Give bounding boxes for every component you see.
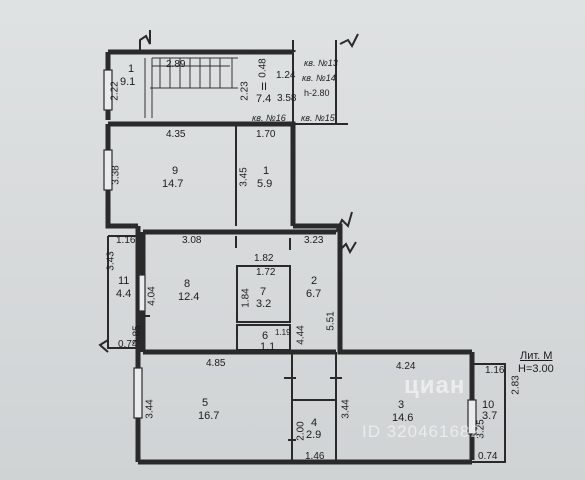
dim-4-35: 4.35 (166, 129, 186, 140)
dim-1-70: 1.70 (256, 129, 276, 140)
dim-1-46: 1.46 (305, 451, 325, 462)
room-II-number: II (261, 81, 268, 93)
legend-height: H=3.00 (518, 363, 554, 375)
apartment-16-label: кв. №16 (252, 113, 286, 123)
dim-0-48: 0.48 (257, 58, 269, 78)
dim-3-58: 3.58 (277, 93, 297, 104)
room-4-area: 2.9 (306, 429, 322, 441)
room-5-area: 16.7 (198, 410, 220, 422)
dim-3-38: 3.38 (110, 165, 122, 185)
dim-4-44: 4.44 (295, 325, 307, 345)
dim-1-84: 1.84 (240, 288, 252, 308)
room-8-number: 8 (184, 278, 191, 290)
room-10-number: 10 (482, 399, 495, 411)
room-7-area: 3.2 (256, 298, 272, 310)
dim-1-82: 1.82 (254, 253, 274, 264)
dim-1-72: 1.72 (256, 267, 276, 278)
dim-2-89: 2.89 (166, 59, 186, 70)
room-9-area: 14.7 (162, 178, 184, 190)
apartment-13-label: кв. №13 (304, 58, 338, 68)
room-7-number: 7 (260, 286, 267, 298)
dim-3-08: 3.08 (182, 235, 202, 246)
room-5-number: 5 (202, 397, 209, 409)
dim-2-22: 2.22 (109, 81, 121, 101)
room-4-number: 4 (311, 417, 318, 429)
room-6-area: 1.1 (260, 341, 276, 353)
dim-5-51: 5.51 (325, 311, 337, 331)
room-II-area: 7.4 (256, 93, 272, 105)
dim-3-44a: 3.44 (144, 399, 156, 419)
apartment-14-label: кв. №14 (302, 73, 336, 83)
dim-3-43: 3.43 (105, 251, 117, 271)
door-ticks (138, 236, 342, 441)
room-3-area: 14.6 (392, 412, 414, 424)
room-10-area: 3.7 (482, 410, 498, 422)
apartment-15-label: кв. №15 (301, 113, 335, 123)
watermark-id: ID 320461682 (362, 422, 481, 441)
stair-height: h-2.80 (304, 88, 330, 98)
dim-0-74a: 0.74 (118, 339, 138, 350)
room-2-number: 2 (311, 275, 318, 287)
dim-4-24: 4.24 (396, 361, 416, 372)
room-8-area: 12.4 (178, 291, 200, 303)
dim-4-04: 4.04 (146, 286, 158, 306)
room-6-number: 6 (262, 330, 269, 342)
windows (103, 69, 477, 435)
watermark-brand: циан (404, 372, 466, 399)
staircase (144, 57, 238, 118)
dim-4-85: 4.85 (206, 358, 226, 369)
dim-1-19: 1.19 (275, 328, 291, 337)
room-2-area: 6.7 (306, 288, 322, 300)
dim-0-74b: 0.74 (478, 451, 498, 462)
break-marks (98, 30, 359, 353)
room-11-area: 4.4 (116, 288, 132, 300)
dim-3-45: 3.45 (238, 167, 250, 187)
dim-2-23: 2.23 (239, 81, 251, 101)
dim-2-83: 2.83 (510, 375, 522, 395)
dim-1-16b: 1.16 (485, 365, 505, 376)
dim-3-44b: 3.44 (340, 399, 352, 419)
room-1-area: 9.1 (120, 76, 136, 88)
room-1-number: 1 (128, 63, 135, 75)
room-11-number: 11 (118, 275, 130, 287)
dim-1-24: 1.24 (276, 70, 296, 81)
room-3-number: 3 (398, 399, 405, 411)
room-9-number: 9 (172, 165, 179, 177)
dim-3-23: 3.23 (304, 235, 324, 246)
legend-letter: Лит. М (520, 350, 553, 362)
dim-1-16a: 1.16 (116, 235, 136, 246)
room-1b-area: 5.9 (257, 178, 273, 190)
room-1b-number: 1 (263, 165, 270, 177)
dim-2-00: 2.00 (295, 421, 307, 441)
